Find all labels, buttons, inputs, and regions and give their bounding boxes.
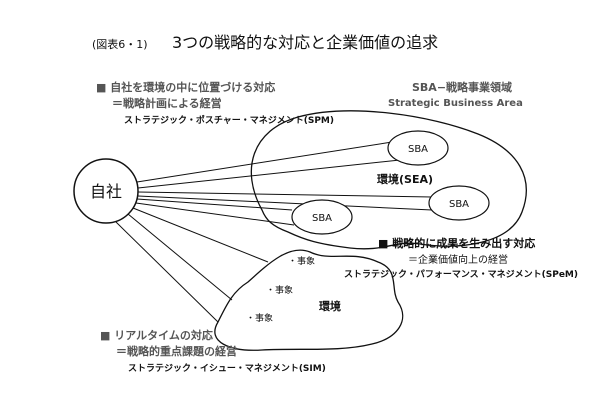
line-to-lower-env-2 bbox=[127, 213, 233, 301]
spm-subheading: ＝戦略計画による経営 bbox=[112, 96, 222, 110]
line-to-sba-1 bbox=[136, 141, 393, 183]
sba-label-3: SBA bbox=[449, 199, 469, 210]
line-to-lower-env-3 bbox=[115, 221, 219, 323]
sba-ellipse-1 bbox=[387, 130, 449, 166]
sba-label-2: SBA bbox=[312, 213, 332, 224]
connection-lines bbox=[115, 141, 433, 323]
figure-number: (図表6・1) bbox=[92, 37, 148, 51]
sba-ellipse-3 bbox=[428, 185, 490, 221]
spm-heading: ■ 自社を環境の中に位置づける対応 bbox=[96, 80, 275, 94]
line-to-sba-1b bbox=[137, 159, 401, 189]
environment-lower-label: 環境 bbox=[319, 299, 341, 313]
spem-subheading: ＝企業価値向上の経営 bbox=[408, 253, 508, 266]
environment-sea-label: 環境(SEA) bbox=[377, 172, 433, 186]
sba-legend-line2: Strategic Business Area bbox=[388, 98, 523, 109]
sba-legend-line1: SBA−戦略事業領域 bbox=[412, 80, 512, 94]
figure-title: 3つの戦略的な対応と企業価値の追求 bbox=[172, 33, 438, 52]
sim-katakana: ストラテジック・イシュー・マネジメント(SIM) bbox=[128, 363, 326, 374]
environment-sea-boundary bbox=[250, 110, 527, 250]
line-to-lower-env-1 bbox=[132, 207, 269, 263]
line-to-sba-2 bbox=[136, 198, 293, 211]
company-circle bbox=[73, 158, 139, 224]
line-to-sba-3b bbox=[137, 195, 433, 211]
sba-label-1: SBA bbox=[408, 144, 428, 155]
line-to-sba-2b bbox=[135, 202, 295, 226]
company-label: 自社 bbox=[90, 182, 122, 201]
environment-lower-boundary bbox=[214, 249, 404, 351]
spem-heading: ■ 戦略的に成果を生み出す対応 bbox=[378, 236, 535, 250]
event-1: ・事象 bbox=[288, 255, 315, 267]
sim-subheading: ＝戦略的重点課題の経営 bbox=[116, 344, 237, 358]
event-3: ・事象 bbox=[246, 312, 273, 324]
sba-ellipse-2 bbox=[291, 199, 353, 235]
event-2: ・事象 bbox=[266, 284, 293, 296]
line-to-sba-3 bbox=[137, 191, 433, 198]
sim-heading: ■ リアルタイムの対応 bbox=[100, 328, 213, 342]
spem-katakana: ストラテジック・パフォーマンス・マネジメント(SPeM) bbox=[344, 268, 578, 280]
